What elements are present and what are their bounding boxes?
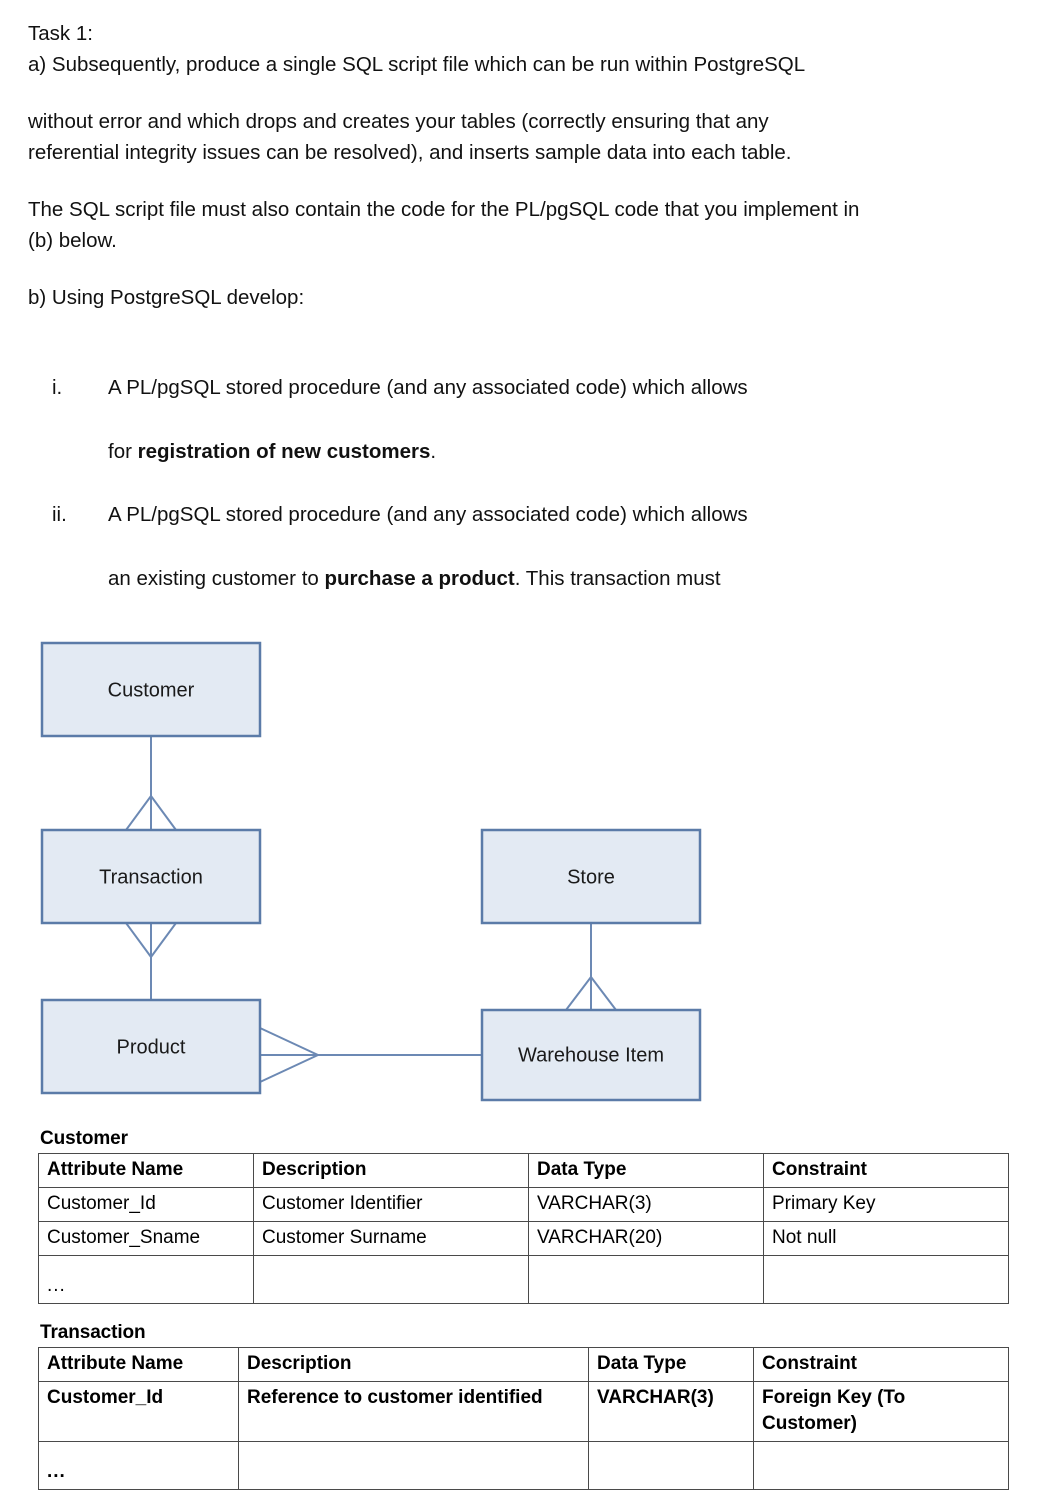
cell-empty — [253, 1255, 529, 1304]
paragraph-b: b) Using PostgreSQL develop: — [28, 286, 305, 309]
cell-empty — [588, 1441, 754, 1490]
column-header-description: Description — [238, 1347, 589, 1382]
table-row-ellipsis: ... — [38, 1255, 1009, 1304]
entity-product[interactable]: Product — [40, 998, 262, 1095]
line2-suffix: . This transaction must — [514, 567, 721, 590]
entity-customer[interactable]: Customer — [40, 641, 262, 738]
transaction-table-block: Transaction Attribute Name Description D… — [38, 1322, 1009, 1490]
cell-empty — [238, 1441, 589, 1490]
column-header-description: Description — [253, 1153, 529, 1188]
cell-description: Customer Surname — [253, 1221, 529, 1256]
crowfoot-left-prong — [125, 922, 152, 958]
cell-data-type: VARCHAR(20) — [528, 1221, 764, 1256]
list-marker-ii: ii. — [52, 503, 67, 526]
column-header-constraint: Constraint — [753, 1347, 1009, 1382]
cell-ellipsis: ... — [38, 1255, 254, 1304]
crowfoot-left-prong — [125, 795, 152, 831]
requirements-list: i. A PL/pgSQL stored procedure (and any … — [28, 372, 1028, 594]
entity-transaction[interactable]: Transaction — [40, 828, 262, 925]
entity-warehouse-item-label: Warehouse Item — [518, 1044, 664, 1066]
cell-constraint: Not null — [763, 1221, 1009, 1256]
cell-constraint: Primary Key — [763, 1187, 1009, 1222]
transaction-attribute-table: Attribute Name Description Data Type Con… — [38, 1347, 1009, 1490]
cell-data-type: VARCHAR(3) — [528, 1187, 764, 1222]
cell-ellipsis: ... — [38, 1441, 239, 1490]
column-header-attribute-name: Attribute Name — [38, 1153, 254, 1188]
column-header-data-type: Data Type — [588, 1347, 754, 1382]
cell-attribute-name: Customer_Id — [38, 1187, 254, 1222]
paragraph-a: a) Subsequently, produce a single SQL sc… — [28, 53, 806, 76]
customer-table-caption: Customer — [40, 1128, 128, 1149]
cell-attribute-name: Customer_Sname — [38, 1221, 254, 1256]
table-header-row: Attribute Name Description Data Type Con… — [38, 1153, 1009, 1188]
er-diagram-canvas: Customer Transaction Product Store Wareh… — [40, 641, 702, 1102]
cell-description: Customer Identifier — [253, 1187, 529, 1222]
entity-transaction-label: Transaction — [99, 866, 203, 888]
task-heading: Task 1: — [28, 22, 93, 45]
crowfoot-right-prong — [590, 976, 617, 1011]
cell-empty — [763, 1255, 1009, 1304]
list-item-ii-line2: an existing customer to purchase a produ… — [108, 563, 1028, 594]
crowfoot-upper-prong — [259, 1027, 319, 1056]
line2-prefix: an existing customer to — [108, 567, 325, 590]
column-header-data-type: Data Type — [528, 1153, 764, 1188]
entity-store-label: Store — [567, 866, 615, 888]
table-header-row: Attribute Name Description Data Type Con… — [38, 1347, 1009, 1382]
list-item-ii-line1: A PL/pgSQL stored procedure (and any ass… — [108, 503, 748, 526]
intro-prose: Task 1: a) Subsequently, produce a singl… — [28, 18, 1028, 313]
customer-attribute-table: Attribute Name Description Data Type Con… — [38, 1153, 1009, 1304]
list-body-i: A PL/pgSQL stored procedure (and any ass… — [108, 372, 1028, 467]
spacer — [28, 256, 1028, 282]
line2-emphasis: registration of new customers — [137, 440, 431, 463]
line2-suffix: . — [430, 440, 437, 463]
crowfoot-lower-prong — [259, 1054, 319, 1083]
list-item: ii. A PL/pgSQL stored procedure (and any… — [28, 499, 1028, 594]
list-item: i. A PL/pgSQL stored procedure (and any … — [28, 372, 1028, 467]
crowfoot-left-prong — [565, 976, 592, 1011]
entity-warehouse-item[interactable]: Warehouse Item — [480, 1008, 702, 1102]
cell-empty — [753, 1441, 1009, 1490]
entity-customer-label: Customer — [108, 679, 195, 701]
table-row: Customer_Sname Customer Surname VARCHAR(… — [38, 1221, 1009, 1256]
line2-emphasis: purchase a product — [324, 567, 515, 590]
table-row: Customer_Id Reference to customer identi… — [38, 1381, 1009, 1442]
paragraph-a-cont-2: referential integrity issues can be reso… — [28, 141, 792, 164]
paragraph-a-cont-1: without error and which drops and create… — [28, 110, 769, 133]
cell-data-type: VARCHAR(3) — [588, 1381, 754, 1442]
cell-empty — [528, 1255, 764, 1304]
list-item-i-line2: for registration of new customers. — [108, 436, 1028, 467]
list-body-ii: A PL/pgSQL stored procedure (and any ass… — [108, 499, 1028, 594]
spacer — [28, 168, 1028, 194]
crowfoot-right-prong — [150, 795, 177, 831]
list-marker-i: i. — [52, 376, 63, 399]
paragraph-script-note-2: (b) below. — [28, 229, 117, 252]
table-row: Customer_Id Customer Identifier VARCHAR(… — [38, 1187, 1009, 1222]
transaction-table-caption: Transaction — [40, 1322, 146, 1343]
cell-constraint: Foreign Key (To Customer) — [753, 1381, 1009, 1442]
cell-attribute-name: Customer_Id — [38, 1381, 239, 1442]
spacer — [28, 80, 1028, 106]
er-diagram: Customer Transaction Product Store Wareh… — [0, 620, 760, 1120]
line2-prefix: for — [108, 440, 138, 463]
crowfoot-right-prong — [150, 922, 177, 958]
column-header-constraint: Constraint — [763, 1153, 1009, 1188]
column-header-attribute-name: Attribute Name — [38, 1347, 239, 1382]
paragraph-script-note-1: The SQL script file must also contain th… — [28, 198, 860, 221]
spacer — [28, 467, 1028, 499]
cell-description: Reference to customer identified — [238, 1381, 589, 1442]
list-item-i-line1: A PL/pgSQL stored procedure (and any ass… — [108, 376, 748, 399]
entity-store[interactable]: Store — [480, 828, 702, 925]
table-row-ellipsis: ... — [38, 1441, 1009, 1490]
customer-table-block: Customer Attribute Name Description Data… — [38, 1128, 1009, 1304]
entity-product-label: Product — [117, 1036, 186, 1058]
